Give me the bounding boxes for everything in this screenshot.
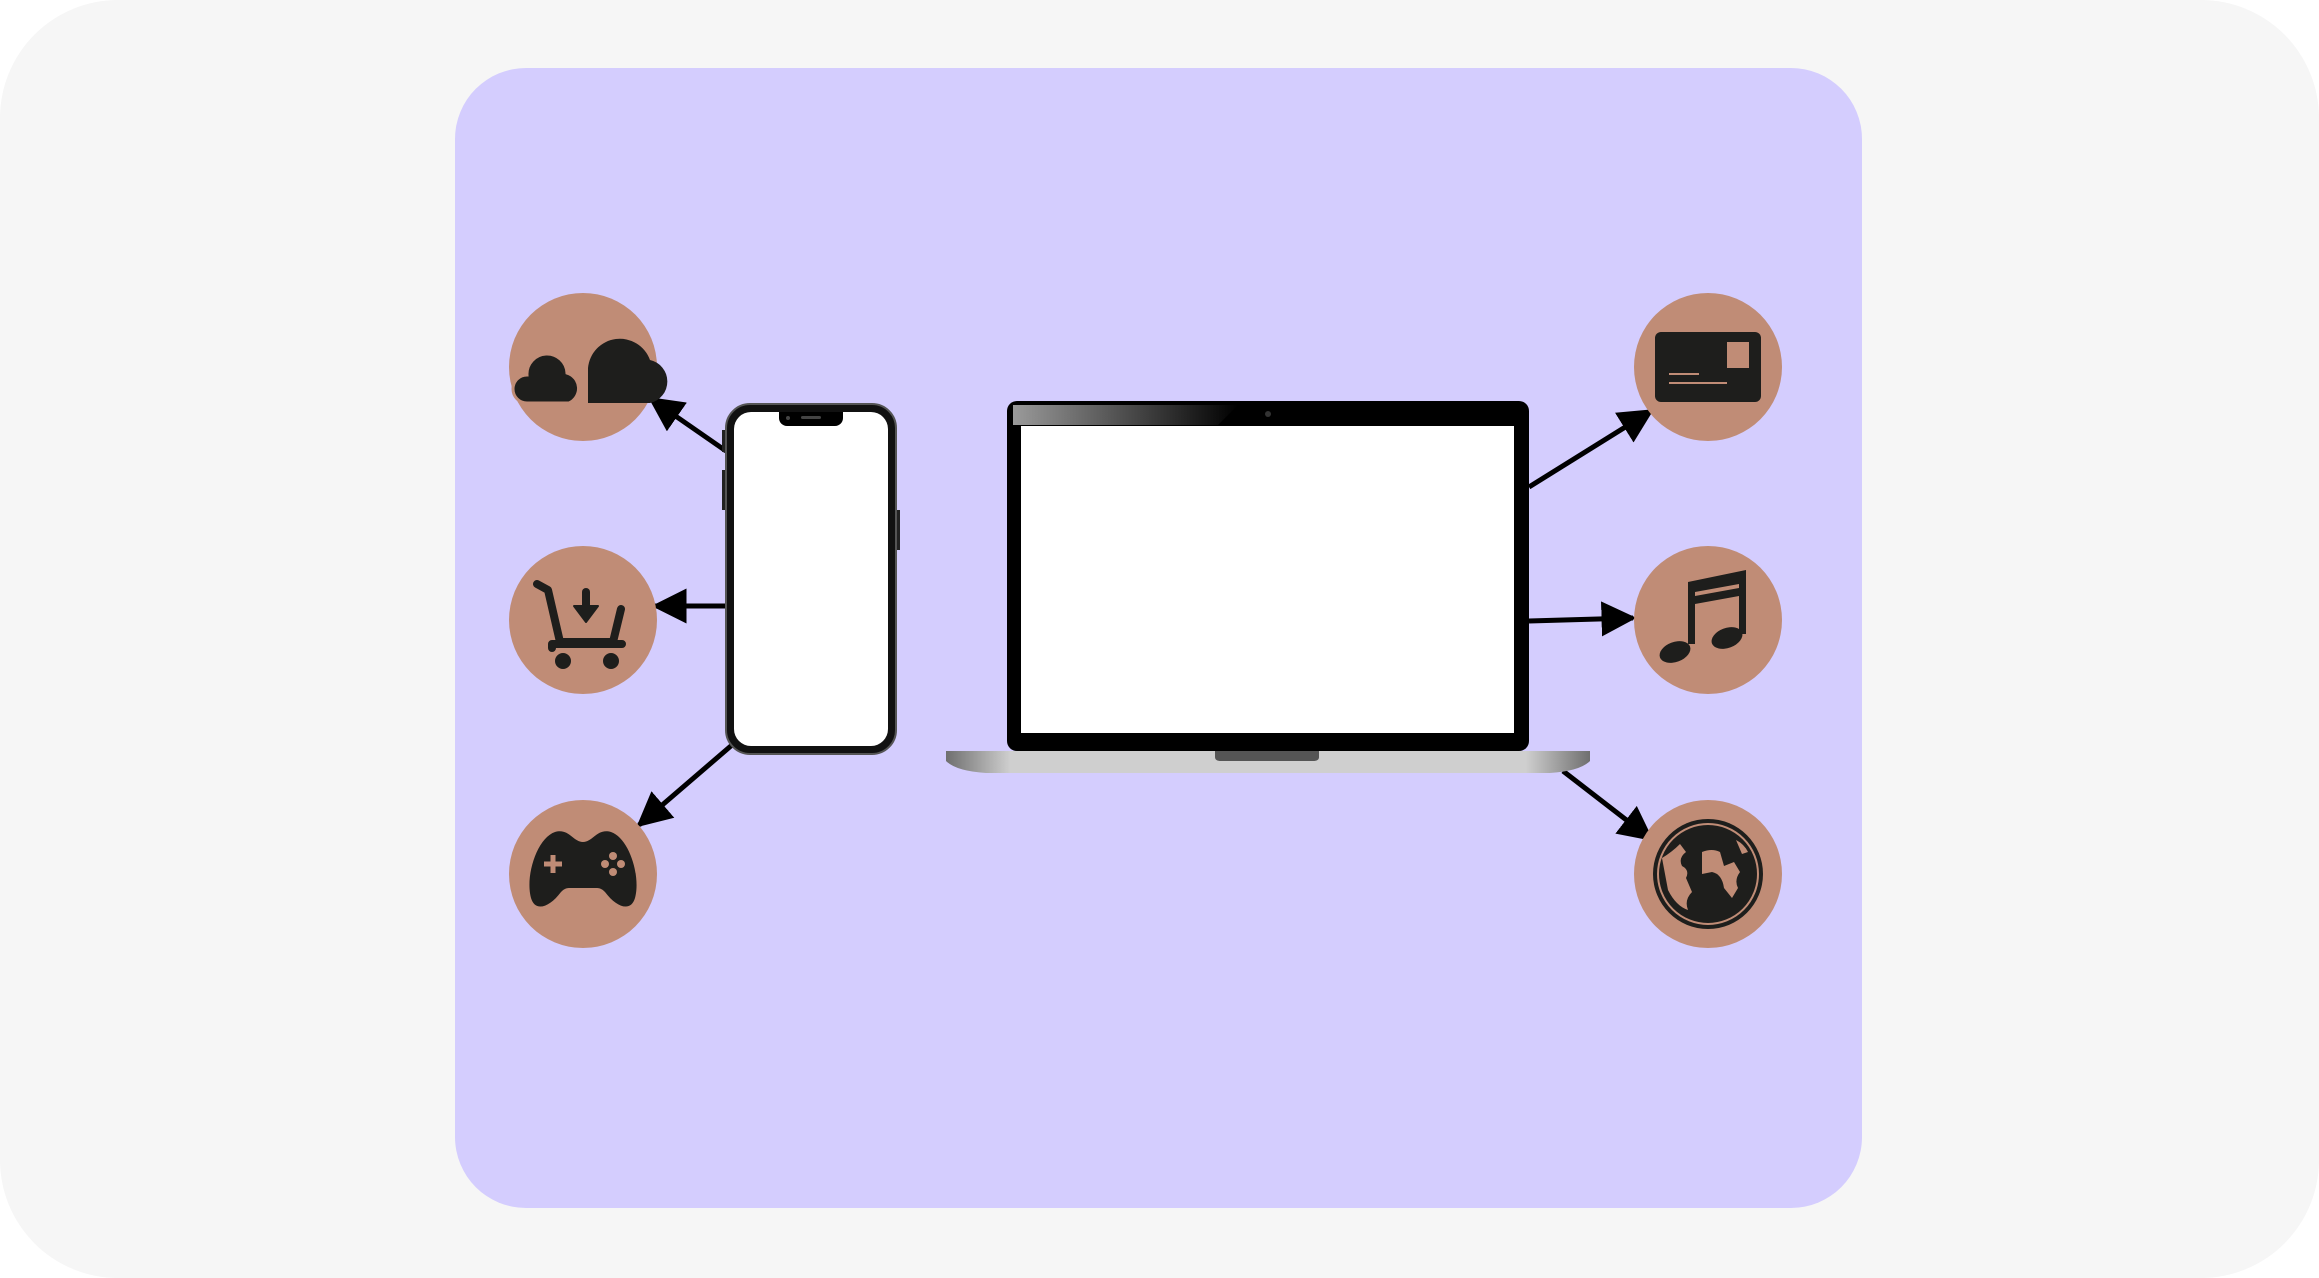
credit-card-icon [1655,332,1761,402]
cloud-icon [511,338,668,405]
arrow-laptop-music [1528,601,1637,637]
arrow-phone-cloud [648,396,728,454]
music-note-icon [1659,570,1746,663]
laptop [946,401,1590,773]
globe-icon [1653,819,1763,929]
arrow-phone-game [636,743,734,828]
phone-screen [734,412,888,746]
smartphone [722,403,900,755]
game-node [509,800,657,948]
laptop-camera [1265,411,1271,417]
cart-download-icon [533,580,626,669]
cloud-node [509,293,668,441]
cart-node [509,546,657,694]
arrow-laptop-globe [1561,769,1654,842]
globe-node [1634,800,1782,948]
gamepad-icon [529,831,637,907]
arrows [636,396,1654,842]
card-node [1634,293,1782,441]
music-node [1634,546,1782,694]
arrow-laptop-card [1527,408,1654,490]
laptop-base [946,751,1590,773]
laptop-screen [1021,426,1514,733]
